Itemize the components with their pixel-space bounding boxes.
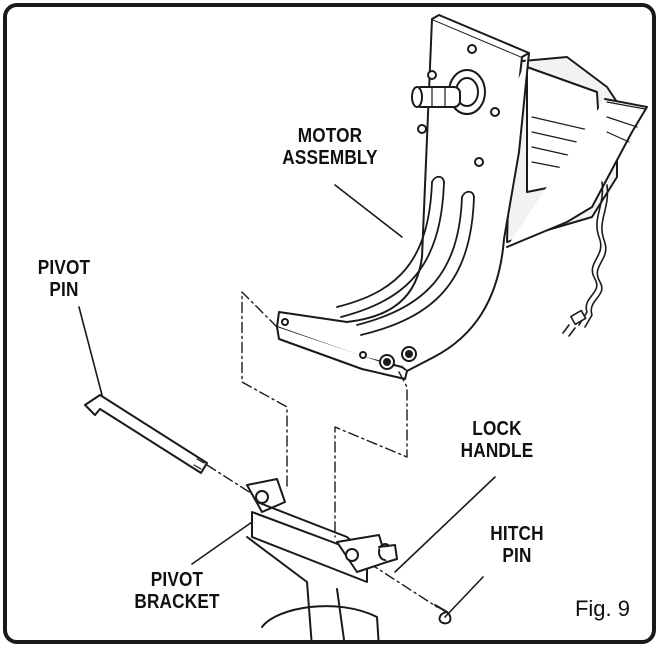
label-motor-assembly: MOTOR ASSEMBLY (266, 125, 395, 169)
label-lock-handle-line2: HANDLE (460, 440, 534, 462)
figure-frame: MOTOR ASSEMBLY PIVOT PIN LOCK HANDLE HIT… (3, 3, 656, 644)
label-lock-handle: LOCK HANDLE (454, 418, 540, 462)
leader-lines (78, 184, 496, 618)
label-pivot-bracket-line1: PIVOT (150, 569, 204, 591)
hitch-pin (434, 604, 452, 625)
figure-number: Fig. 9 (574, 596, 630, 621)
label-pivot-pin: PIVOT PIN (30, 257, 99, 301)
label-motor-assembly-line2: ASSEMBLY (282, 147, 378, 169)
exploded-diagram (78, 14, 648, 640)
power-cord (562, 181, 609, 337)
label-pivot-pin-line1: PIVOT (37, 257, 91, 279)
pivot-bracket (246, 478, 388, 640)
motor-assembly-plate (276, 14, 530, 380)
label-pivot-bracket: PIVOT BRACKET (130, 569, 225, 613)
pivot-pin (84, 394, 208, 474)
label-pivot-pin-line2: PIN (49, 279, 79, 301)
label-hitch-pin: HITCH PIN (483, 523, 552, 567)
alignment-lines (206, 291, 438, 608)
motor-body (506, 56, 648, 248)
label-hitch-pin-line2: PIN (502, 545, 532, 567)
label-hitch-pin-line1: HITCH (490, 523, 544, 545)
label-pivot-bracket-line2: BRACKET (134, 591, 220, 613)
label-motor-assembly-line1: MOTOR (297, 125, 363, 147)
label-lock-handle-line1: LOCK (472, 418, 522, 440)
lock-handle (378, 543, 398, 563)
